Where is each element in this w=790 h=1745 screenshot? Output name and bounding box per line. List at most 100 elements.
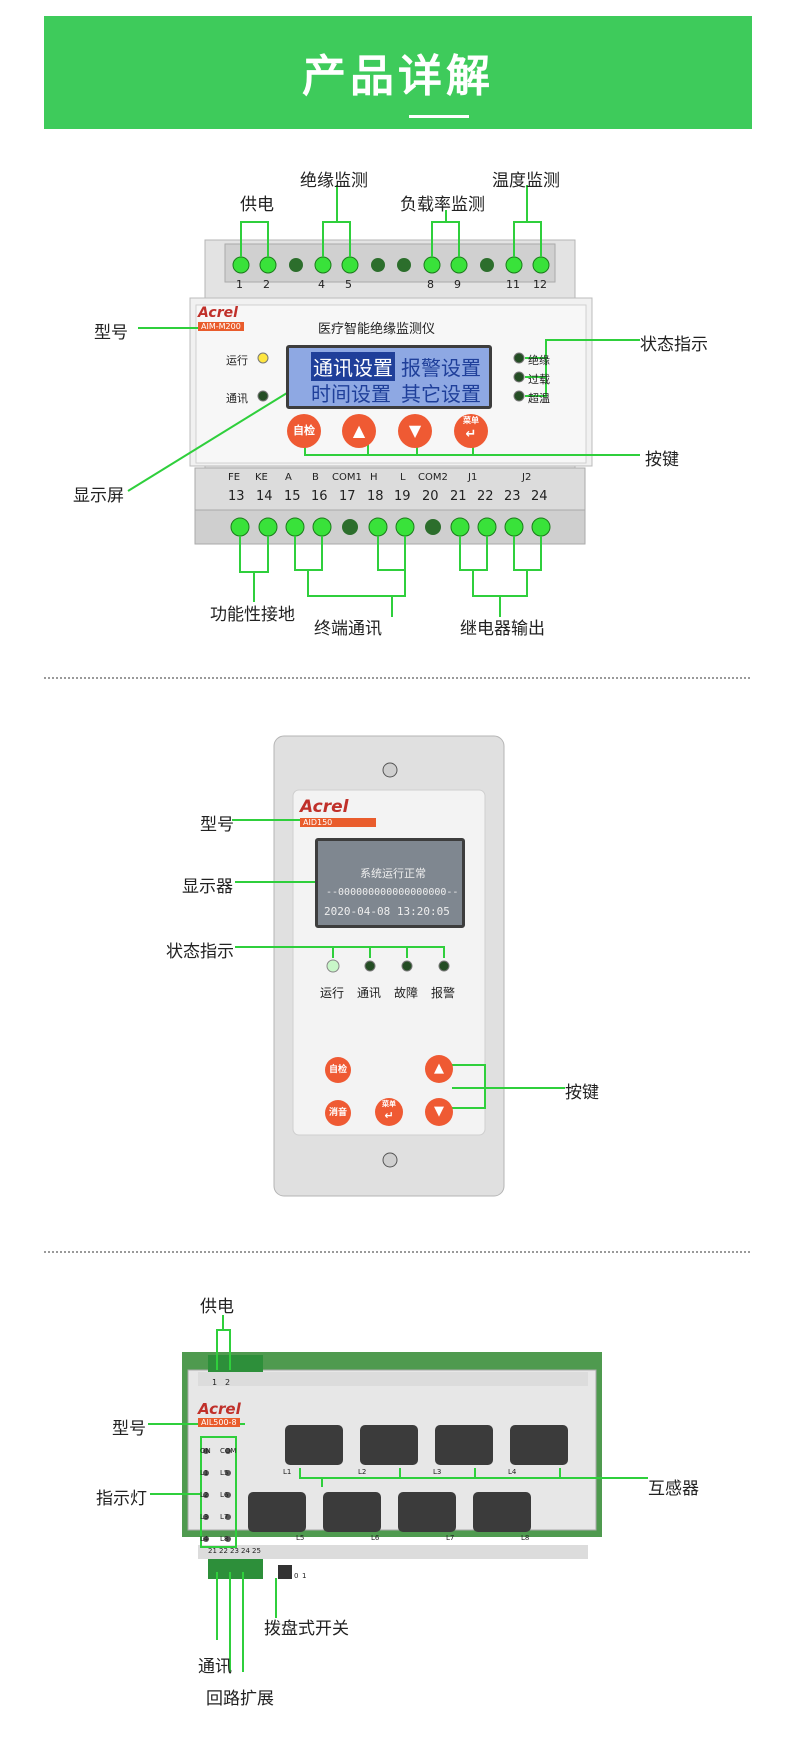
device3-current-transformers [248, 1425, 568, 1532]
bottom-num: 17 [339, 489, 356, 504]
callout-model-1: 型号 [94, 323, 128, 343]
section-divider [44, 1251, 750, 1253]
callout-status-2: 状态指示 [166, 942, 234, 962]
device1-lcd: 通讯设置 报警设置 时间设置 其它设置 [286, 345, 492, 409]
ct-label: L5 [296, 1534, 305, 1542]
callout-indicator: 指示灯 [96, 1489, 147, 1509]
ind-label: L8 [220, 1535, 229, 1543]
ct-label: L7 [446, 1534, 455, 1542]
device2-callout-lines [232, 819, 565, 1109]
lcd2-status: 系统运行正常 [360, 867, 426, 880]
d2-up-arrow-button[interactable]: ▲ [425, 1055, 453, 1083]
bottom-num: 24 [531, 489, 548, 504]
callout-comm: 通讯 [198, 1657, 232, 1677]
bottom-num: 14 [256, 489, 273, 504]
device1-brand: Acrel [198, 305, 238, 321]
callout-model-2: 型号 [200, 815, 234, 835]
device3-callout-lines [148, 1315, 648, 1672]
terminal-num: 11 [506, 278, 520, 291]
terminal-num: 21 [208, 1547, 217, 1555]
callout-keys-1: 按键 [645, 450, 679, 470]
ind-label: L4 [200, 1535, 209, 1543]
callout-keys-2: 按键 [565, 1083, 599, 1103]
terminal-num: 8 [427, 278, 434, 291]
bottom-num: 16 [311, 489, 328, 504]
ind-label: L5 [220, 1469, 229, 1477]
bottom-num: 18 [367, 489, 384, 504]
ct-label: L4 [508, 1468, 517, 1476]
bottom-label: COM1 [332, 472, 362, 483]
d2-led-alarm [438, 960, 450, 972]
led-label-overload: 过载 [528, 373, 550, 386]
terminal-num: 22 [219, 1547, 228, 1555]
ind-label: ON [200, 1447, 211, 1455]
bottom-num: 19 [394, 489, 411, 504]
bottom-label: J2 [522, 472, 532, 483]
d2-selfcheck-button[interactable]: 自检 [325, 1057, 351, 1083]
ind-label: L6 [220, 1491, 229, 1499]
bottom-label: A [285, 472, 292, 483]
d2-led-label-fault: 故障 [394, 986, 419, 1000]
device1-product-name: 医疗智能绝缘监测仪 [318, 322, 436, 337]
callout-dip: 拨盘式开关 [264, 1619, 349, 1639]
bottom-label: J1 [468, 472, 478, 483]
device3-model: AIL500-8 [198, 1418, 240, 1427]
led-label-run: 运行 [226, 354, 248, 367]
callout-ground: 功能性接地 [210, 605, 295, 625]
banner-underline [409, 115, 469, 118]
terminal-num: 23 [230, 1547, 239, 1555]
bottom-label: L [400, 472, 406, 483]
ind-label: L7 [220, 1513, 229, 1521]
d2-led-label-comm: 通讯 [357, 986, 382, 1000]
bottom-num: 20 [422, 489, 439, 504]
device3-body [182, 1352, 602, 1579]
menu-button[interactable]: 菜单↵ [454, 414, 488, 448]
dip-label: 1 [302, 1572, 307, 1580]
terminal-num: 12 [533, 278, 547, 291]
ct-label: L3 [433, 1468, 442, 1476]
callout-status-1: 状态指示 [640, 335, 708, 355]
terminal-num: 4 [318, 278, 325, 291]
header-banner: 产品详解 [44, 16, 752, 129]
selfcheck-button[interactable]: 自检 [287, 414, 321, 448]
terminal-num: 2 [225, 1378, 231, 1387]
ct-label: L1 [283, 1468, 292, 1476]
ind-label: L2 [200, 1491, 209, 1499]
d2-led-fault [401, 960, 413, 972]
callout-screen: 显示屏 [73, 486, 124, 506]
ind-label: COM [220, 1447, 237, 1455]
down-arrow-button[interactable]: ▼ [398, 414, 432, 448]
ind-label: L3 [200, 1513, 209, 1521]
led-label-comm: 通讯 [226, 392, 248, 405]
device2-brand: Acrel [300, 797, 349, 817]
device1-bottom-terminals [230, 517, 551, 537]
terminal-num: 5 [345, 278, 352, 291]
callout-model-3: 型号 [112, 1419, 146, 1439]
menu-button-label: 菜单 [463, 416, 479, 425]
callout-temp: 温度监测 [492, 171, 560, 191]
led-comm [257, 390, 269, 402]
enter-icon: ↵ [384, 1109, 394, 1122]
led-label-insulation: 绝缘 [528, 354, 550, 367]
up-arrow-button[interactable]: ▲ [342, 414, 376, 448]
d2-led-label-run: 运行 [320, 986, 345, 1000]
bottom-num: 23 [504, 489, 521, 504]
lcd-menu-time: 时间设置 [311, 382, 391, 406]
bottom-label: B [312, 472, 319, 483]
lcd2-bar: --000000000000000000-- [326, 887, 459, 898]
banner-title: 产品详解 [302, 51, 494, 102]
callout-insulation: 绝缘监测 [300, 171, 368, 191]
lcd2-datetime: 2020-04-08 13:20:05 [324, 905, 450, 918]
device3-indicators [203, 1448, 231, 1542]
d2-mute-button[interactable]: 消音 [325, 1100, 351, 1126]
terminal-num: 1 [236, 278, 243, 291]
bottom-label: H [370, 472, 378, 483]
callout-ct: 互感器 [648, 1479, 699, 1499]
led-label-overtemp: 超温 [528, 392, 550, 405]
ct-label: L8 [521, 1534, 530, 1542]
d2-down-arrow-button[interactable]: ▼ [425, 1098, 453, 1126]
ind-label: L1 [200, 1469, 209, 1477]
d2-menu-button[interactable]: 菜单↵ [375, 1098, 403, 1126]
terminal-num: 9 [454, 278, 461, 291]
